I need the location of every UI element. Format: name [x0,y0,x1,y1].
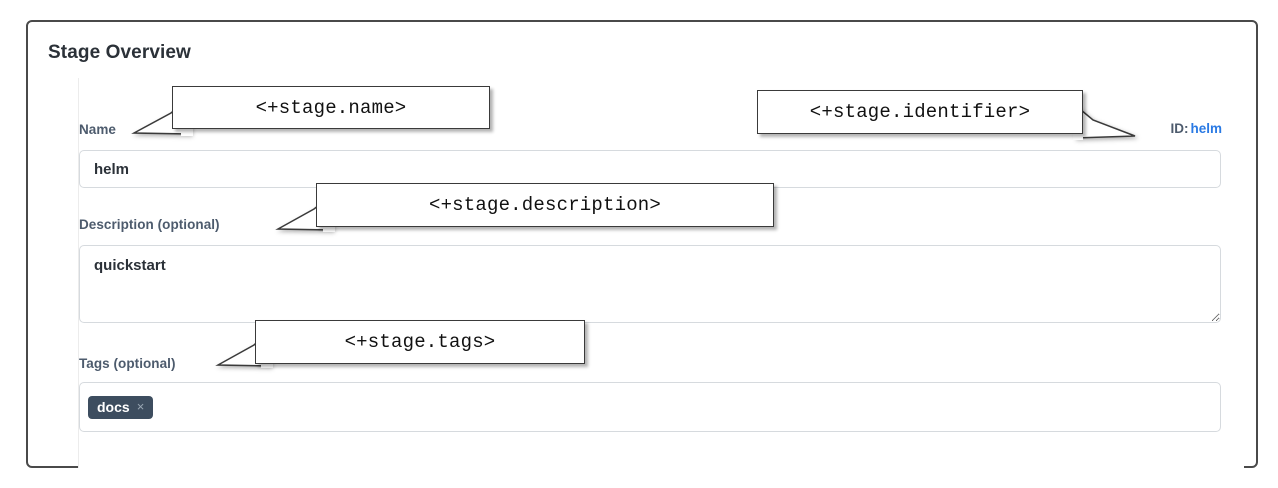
callout-stage-tags: <+stage.tags> [255,320,585,364]
stage-identifier: ID:helm [1170,121,1222,136]
description-textarea[interactable] [79,245,1221,323]
tags-input-container[interactable]: docs × [79,382,1221,432]
callout-stage-description: <+stage.description> [316,183,774,227]
tag-chip-docs[interactable]: docs × [88,395,154,419]
callout-stage-identifier: <+stage.identifier> [757,90,1083,134]
tags-field-label: Tags (optional) [79,356,176,371]
callout-stage-name: <+stage.name> [172,86,490,129]
tag-chip-label: docs [97,398,130,415]
description-field-label: Description (optional) [79,217,220,232]
name-field-label: Name [79,122,116,137]
identifier-value-link[interactable]: helm [1190,121,1222,136]
name-input[interactable] [79,150,1221,188]
close-icon[interactable]: × [136,399,145,414]
identifier-label: ID: [1170,121,1189,136]
page-title: Stage Overview [48,42,191,63]
